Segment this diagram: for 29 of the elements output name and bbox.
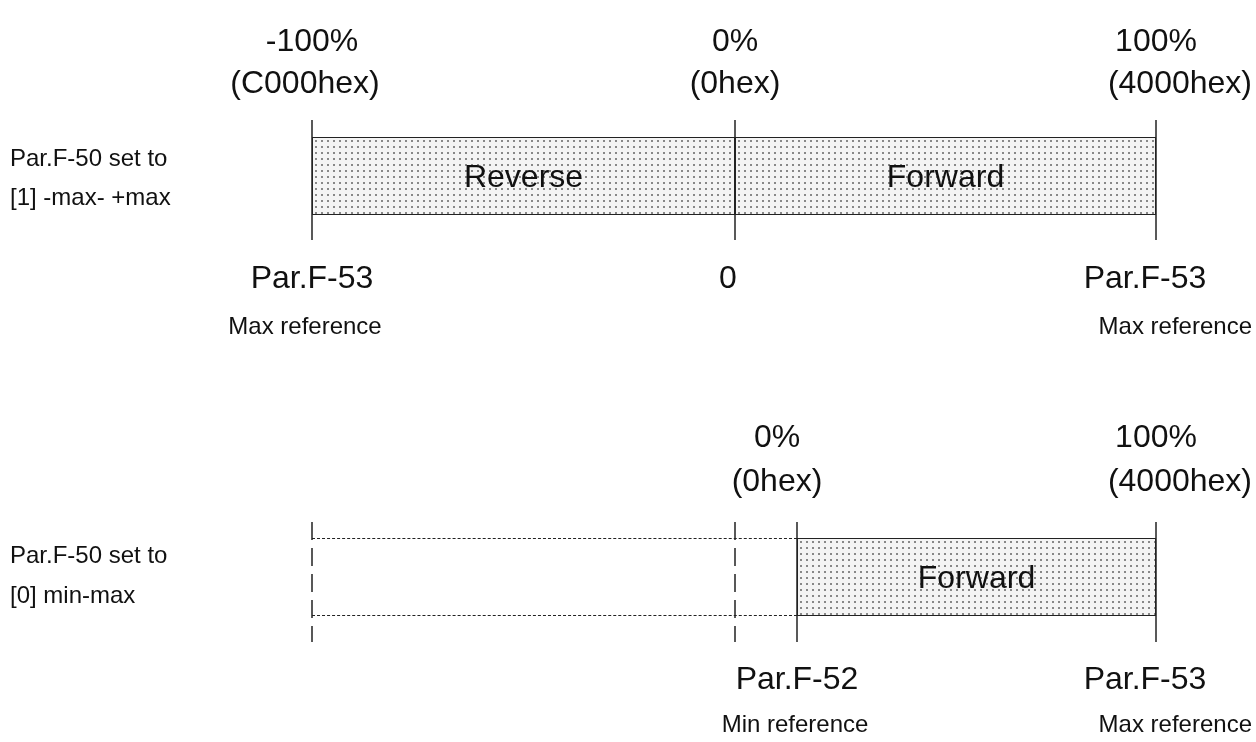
reference-label: Max reference: [1098, 712, 1252, 736]
percent-label: 0%: [753, 420, 801, 452]
bar-label: Forward: [917, 558, 1036, 596]
hex-label: (0hex): [689, 66, 781, 98]
reference-label: Min reference: [721, 712, 869, 736]
reverse-bar: [312, 137, 735, 215]
hex-label: (0hex): [731, 464, 823, 496]
parameter-label: Par.F-53: [1083, 662, 1207, 694]
setting-label: [0] min-max: [10, 583, 136, 607]
value-label: 0: [719, 261, 737, 293]
percent-label: 0%: [711, 24, 759, 56]
hex-label: (4000hex): [1107, 66, 1252, 98]
parameter-label: Par.F-53: [1083, 261, 1207, 293]
reference-label: Max reference: [1098, 314, 1252, 338]
setting-label: Par.F-50 set to: [10, 146, 168, 170]
parameter-label: Par.F-53: [250, 261, 374, 293]
percent-label: 100%: [1115, 24, 1197, 56]
reference-label: Max reference: [228, 314, 382, 338]
percent-label: 100%: [1115, 420, 1197, 452]
bar-label: Reverse: [463, 157, 584, 195]
hex-label: (4000hex): [1107, 464, 1252, 496]
forward-bar: [735, 137, 1156, 215]
forward-bar: [797, 538, 1156, 616]
percent-label: -100%: [265, 24, 359, 56]
parameter-label: Par.F-52: [735, 662, 859, 694]
setting-label: Par.F-50 set to: [10, 543, 168, 567]
hex-label: (C000hex): [230, 66, 380, 98]
setting-label: [1] -max- +max: [10, 185, 171, 209]
bar-label: Forward: [886, 157, 1005, 195]
